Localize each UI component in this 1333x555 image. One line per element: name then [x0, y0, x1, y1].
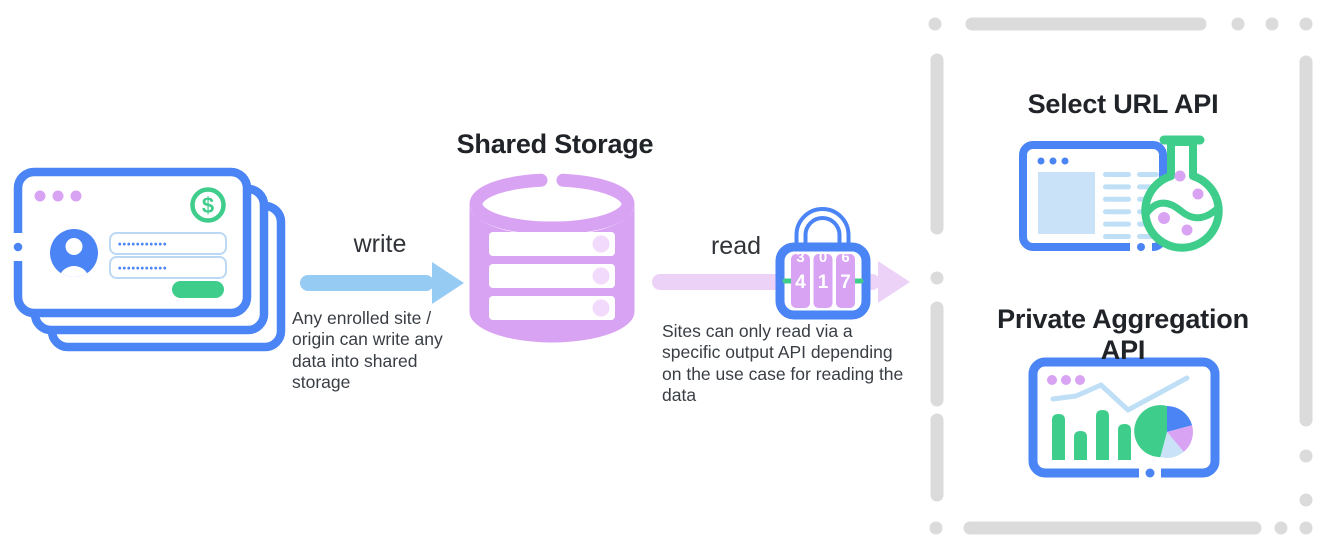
dial3-above: 6: [841, 249, 849, 266]
password-dots-1: •••••••••••: [118, 240, 168, 251]
flask-bubbles: [1158, 170, 1204, 236]
flask-icon: [1141, 135, 1223, 252]
database-slot-dots: [592, 235, 610, 317]
private-aggregation-api-icon: [1028, 357, 1220, 479]
password-field-2[interactable]: •••••••••••: [109, 256, 227, 279]
write-caption: Any enrolled site / origin can write any…: [292, 308, 443, 393]
dial1-above: 3: [796, 249, 804, 266]
avatar-icon: [50, 229, 98, 277]
bar-chart-icon: [1052, 410, 1131, 460]
password-dots-2: •••••••••••: [118, 264, 168, 275]
database-icon: [469, 173, 635, 343]
line-chart-icon: [1050, 375, 1190, 413]
private-aggregation-api-title: Private Aggregation API: [997, 304, 1249, 365]
dial2-below: 2: [819, 306, 827, 323]
window-controls-icon: [34, 190, 82, 202]
combination-lock-icon: 3 4 5 0 1 2 6 7 8: [775, 207, 871, 323]
write-arrow: [300, 262, 464, 304]
lock-dials[interactable]: 3 4 5 0 1 2 6 7 8: [791, 249, 855, 323]
submit-button[interactable]: [172, 281, 224, 298]
dollar-icon: $: [190, 187, 226, 223]
write-label: write: [353, 230, 407, 258]
dial2-above: 0: [819, 249, 827, 266]
dial3-digit: 7: [840, 272, 851, 293]
read-label: read: [710, 232, 762, 260]
dial1-below: 5: [796, 306, 804, 323]
select-url-api-icon: [1019, 135, 1223, 253]
shared-storage-title: Shared Storage: [456, 129, 654, 159]
site-windows-stack-icon: $ ••••••••••• •••••••••••: [10, 167, 286, 352]
dial1-digit: 4: [795, 272, 806, 293]
read-caption: Sites can only read via a specific outpu…: [662, 321, 904, 406]
dollar-glyph: $: [202, 193, 214, 218]
password-field-1[interactable]: •••••••••••: [109, 232, 227, 255]
border-dot: [13, 242, 23, 252]
pie-chart-icon: [1134, 405, 1193, 458]
output-gate-dashed-border: [928, 17, 1313, 535]
dial2-digit: 1: [818, 272, 829, 293]
select-url-api-title: Select URL API: [1027, 89, 1219, 119]
content-block: [1038, 172, 1095, 234]
dial3-below: 8: [841, 306, 849, 323]
